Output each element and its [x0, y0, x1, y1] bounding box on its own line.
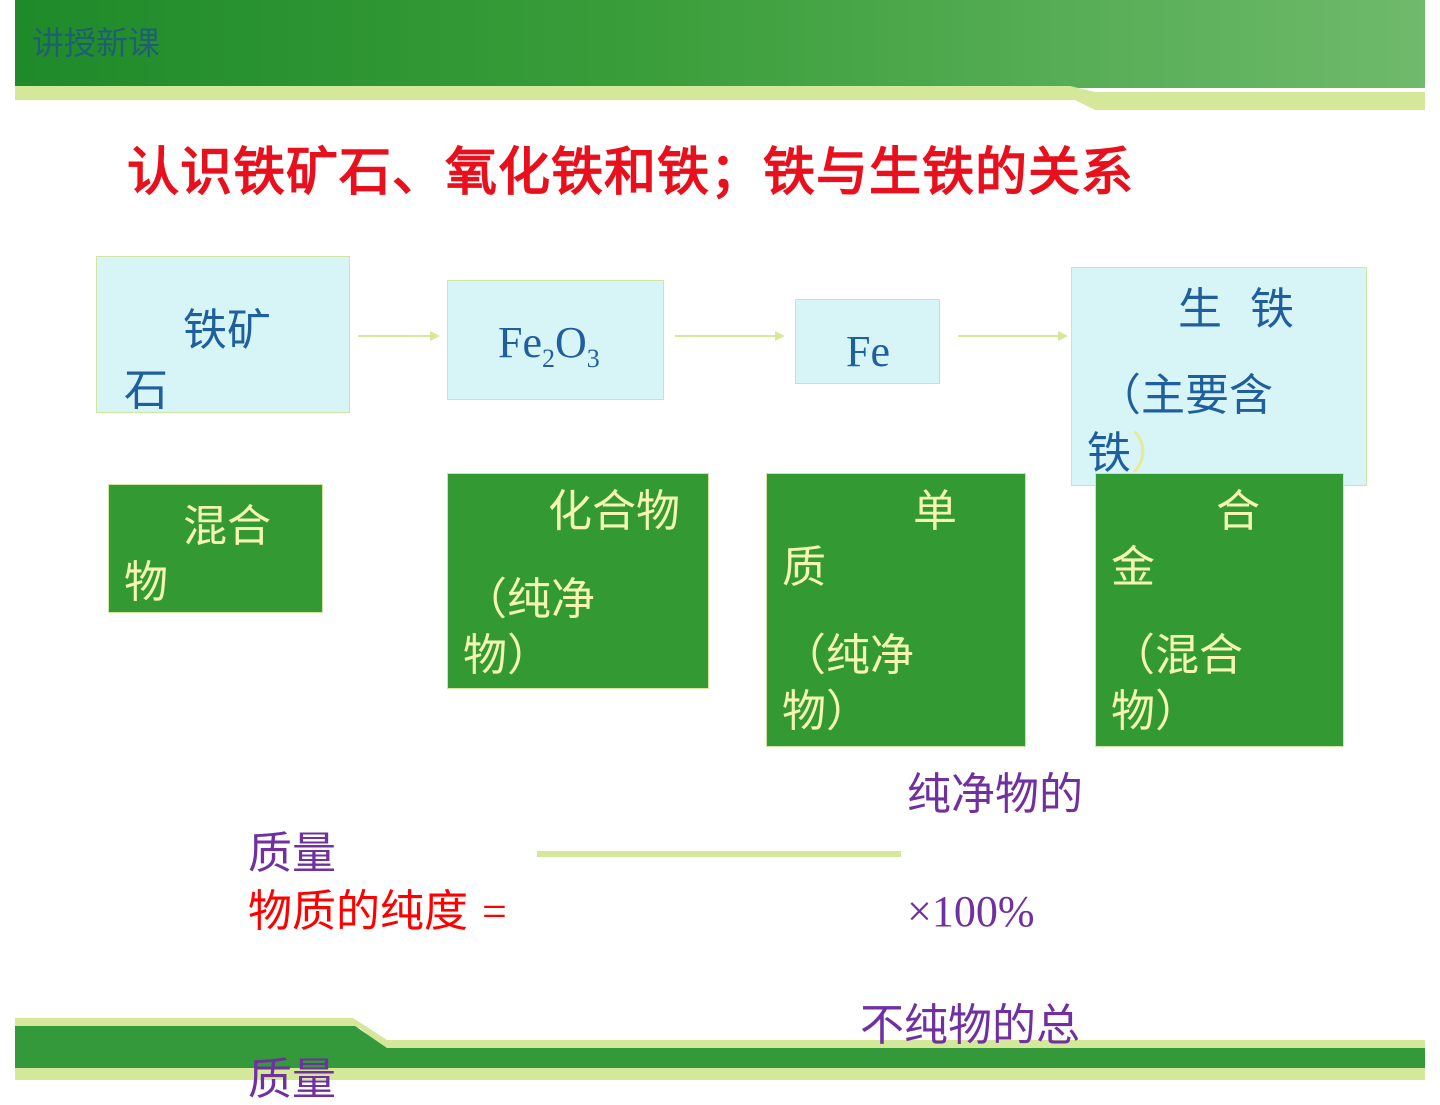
alloy-box: 合 金 （混合 物）: [1095, 473, 1344, 747]
header-stripe: [15, 86, 1425, 110]
mixture-line1: 混合: [183, 501, 271, 552]
formula-lhs: 物质的纯度 =: [248, 890, 507, 934]
formula-denominator-part2: 质量: [248, 1054, 336, 1105]
compound-line2: （纯净: [463, 574, 595, 625]
fraction-bar: [537, 851, 901, 857]
element-line3: （纯净: [782, 630, 914, 681]
arrow-ore-to-oxide: [358, 331, 440, 341]
element-line2: 质: [782, 542, 826, 593]
pig-iron-paren: ）: [1131, 428, 1175, 479]
arrow-oxide-to-iron: [675, 331, 785, 341]
element-line1: 单: [913, 486, 957, 537]
arrow-iron-to-pig-iron: [958, 331, 1068, 341]
element-box: 单 质 （纯净 物）: [766, 473, 1026, 747]
pig-iron-line3: 铁）: [1087, 432, 1175, 476]
formula-denominator-part1: 不纯物的总: [860, 1000, 1080, 1051]
iron-ore-line2: 石: [124, 365, 168, 416]
formula-equals: =: [482, 887, 507, 936]
oxide-o: O: [555, 318, 587, 367]
section-label: 讲授新课: [32, 24, 161, 62]
alloy-line2: 金: [1111, 542, 1155, 593]
mixture-box: 混合 物: [108, 484, 323, 613]
compound-line1: 化合物: [548, 486, 680, 537]
header-band: [15, 0, 1425, 88]
footer-band: [15, 1018, 1425, 1080]
alloy-line4: 物）: [1111, 686, 1199, 737]
formula-multiplier: ×100%: [907, 887, 1035, 936]
alloy-line1: 合: [1216, 486, 1260, 537]
iron-ore-box: 铁矿 石: [96, 256, 350, 413]
mixture-line2: 物: [124, 557, 168, 608]
pig-iron-line2: （主要含: [1097, 370, 1273, 421]
compound-box: 化合物 （纯净 物）: [447, 473, 709, 689]
oxide-fe: Fe: [498, 318, 542, 367]
formula-lhs-text: 物质的纯度: [248, 886, 468, 937]
pig-iron-line1: 生 铁: [1178, 284, 1294, 335]
element-line4: 物）: [782, 686, 870, 737]
oxide-sub-3: 3: [586, 343, 600, 373]
pig-iron-iron: 铁: [1087, 428, 1131, 479]
formula-numerator-part1: 纯净物的: [907, 769, 1083, 820]
formula-numerator-part2: 质量: [248, 828, 336, 879]
page-title: 认识铁矿石、氧化铁和铁；铁与生铁的关系: [127, 143, 1135, 203]
pig-iron-box: 生 铁 （主要含 铁）: [1071, 267, 1367, 486]
oxide-sub-2: 2: [542, 343, 555, 373]
iron-ore-line1: 铁矿: [183, 305, 271, 356]
iron-formula: Fe: [846, 327, 890, 376]
alloy-line3: （混合: [1111, 630, 1243, 681]
iron-oxide-formula: Fe2O3: [498, 321, 600, 372]
compound-line3: 物）: [463, 630, 551, 681]
iron-oxide-box: Fe2O3: [447, 280, 664, 400]
iron-box: Fe: [795, 299, 940, 384]
